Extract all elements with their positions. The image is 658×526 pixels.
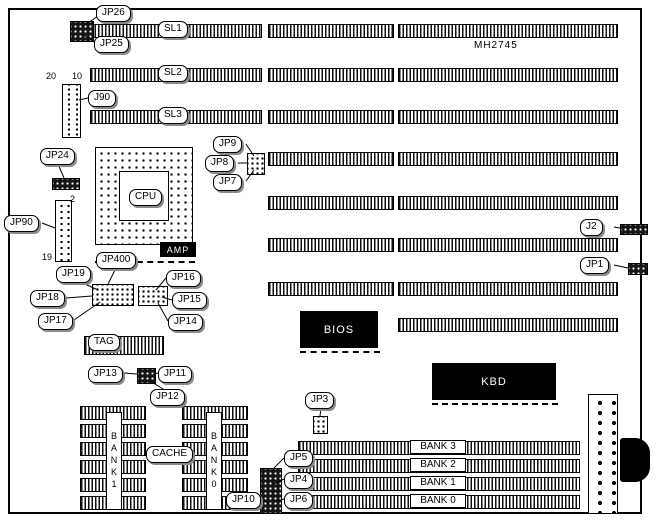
connector-jp26-jp25 bbox=[70, 21, 94, 42]
bios-socket-dashed-line bbox=[300, 351, 380, 353]
label-jp1: JP1 bbox=[580, 257, 610, 274]
connector-jp3 bbox=[313, 416, 328, 434]
label-j90: J90 bbox=[88, 90, 117, 107]
slot-label-sl2: SL2 bbox=[158, 65, 188, 82]
label-jp3: JP3 bbox=[305, 392, 335, 409]
isa-slot-segment bbox=[398, 282, 618, 296]
label-tag: TAG bbox=[88, 334, 120, 351]
label-jp26: JP26 bbox=[96, 5, 131, 22]
kbd-controller-chip: KBD bbox=[432, 363, 556, 400]
board-part-number: MH2745 bbox=[474, 40, 518, 51]
label-jp5: JP5 bbox=[284, 450, 314, 467]
label-jp16: JP16 bbox=[166, 270, 201, 287]
cache-bank1-vertical-label: BANK1 bbox=[106, 412, 122, 510]
isa-slot-segment bbox=[268, 238, 394, 252]
connector-jp24 bbox=[52, 178, 80, 190]
label-jp400: JP400 bbox=[96, 252, 137, 269]
isa-slot-segment bbox=[398, 318, 618, 332]
isa-slot-segment bbox=[268, 282, 394, 296]
label-jp90: JP90 bbox=[4, 215, 39, 232]
isa-slot-segment bbox=[268, 152, 394, 166]
label-bank3: BANK 3 bbox=[410, 440, 466, 454]
cpu-socket-dashed-line bbox=[95, 261, 195, 263]
isa-slot-segment bbox=[268, 196, 394, 210]
bios-chip: BIOS bbox=[300, 311, 378, 348]
label-bank2: BANK 2 bbox=[410, 458, 466, 472]
label-jp9: JP9 bbox=[213, 136, 243, 153]
isa-slot-sl1-right bbox=[398, 24, 618, 38]
slot-label-sl3: SL3 bbox=[158, 107, 188, 124]
isa-slot-sl1-mid bbox=[268, 24, 394, 38]
power-connector bbox=[588, 394, 618, 514]
label-jp17: JP17 bbox=[38, 313, 73, 330]
connector-jp16-jp15-jp14 bbox=[138, 286, 168, 306]
label-jp19: JP19 bbox=[56, 266, 91, 283]
label-cpu: CPU bbox=[129, 189, 163, 206]
connector-jp9-jp8-jp7 bbox=[247, 153, 265, 175]
connector-jp1 bbox=[628, 263, 648, 275]
label-jp10: JP10 bbox=[226, 492, 261, 509]
label-jp11: JP11 bbox=[158, 366, 193, 383]
isa-slot-sl2-mid bbox=[268, 68, 394, 82]
label-j2: J2 bbox=[580, 219, 603, 236]
label-jp18: JP18 bbox=[30, 290, 65, 307]
amp-bracket: AMP bbox=[160, 242, 196, 257]
label-bank1: BANK 1 bbox=[410, 476, 466, 490]
connector-jp13-jp11-jp12 bbox=[137, 368, 156, 384]
isa-slot-sl3-mid bbox=[268, 110, 394, 124]
label-jp7: JP7 bbox=[213, 174, 243, 191]
pin-number-19: 19 bbox=[42, 252, 53, 262]
keyboard-din-connector bbox=[620, 438, 650, 482]
kbd-socket-dashed-line bbox=[432, 403, 558, 405]
isa-slot-sl3-right bbox=[398, 110, 618, 124]
connector-j90 bbox=[62, 84, 81, 138]
isa-slot-segment bbox=[398, 196, 618, 210]
label-jp14: JP14 bbox=[168, 314, 203, 331]
label-cache: CACHE bbox=[146, 446, 194, 463]
pin-number-10: 10 bbox=[72, 71, 83, 81]
pin-number-20: 20 bbox=[46, 71, 57, 81]
label-jp4: JP4 bbox=[284, 472, 314, 489]
label-jp12: JP12 bbox=[150, 389, 185, 406]
isa-slot-segment bbox=[398, 238, 618, 252]
connector-jp5-jp4-jp10-jp6 bbox=[260, 468, 282, 514]
isa-slot-segment bbox=[398, 152, 618, 166]
label-jp24: JP24 bbox=[40, 148, 75, 165]
connector-j2 bbox=[620, 224, 648, 235]
label-jp6: JP6 bbox=[284, 492, 314, 509]
connector-jp90 bbox=[55, 200, 72, 262]
isa-slot-sl2-right bbox=[398, 68, 618, 82]
label-jp25: JP25 bbox=[94, 36, 129, 53]
connector-jp400-jp19-jp18-jp17 bbox=[92, 284, 134, 306]
pin-number-2: 2 bbox=[70, 194, 76, 204]
label-jp8: JP8 bbox=[205, 155, 235, 172]
label-jp13: JP13 bbox=[88, 366, 123, 383]
cache-bank0-vertical-label: BANK0 bbox=[206, 412, 222, 510]
label-jp15: JP15 bbox=[172, 292, 207, 309]
label-bank0: BANK 0 bbox=[410, 494, 466, 508]
slot-label-sl1: SL1 bbox=[158, 21, 188, 38]
board-outline bbox=[8, 8, 642, 514]
